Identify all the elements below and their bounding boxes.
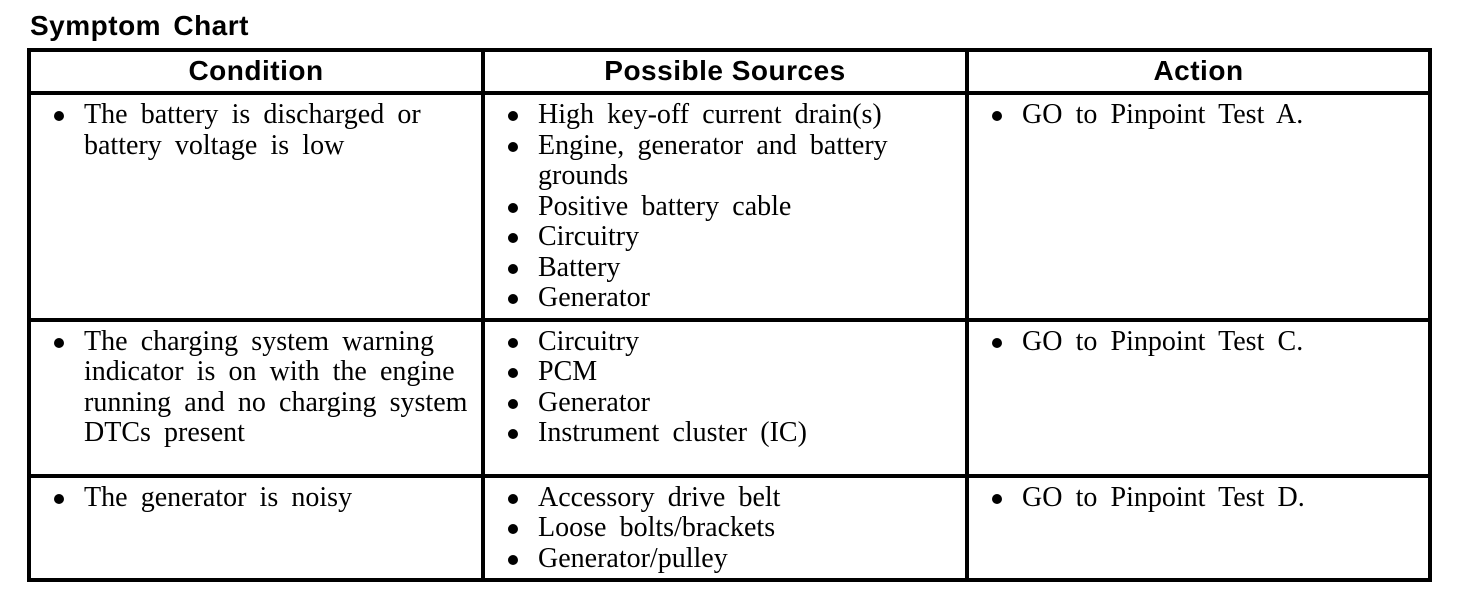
document-page: Symptom Chart Condition Possible Sources…	[0, 11, 1472, 608]
bullet-icon	[508, 524, 518, 534]
bullet-text: GO to Pinpoint Test A.	[1022, 99, 1304, 130]
bullet-text: Battery	[538, 251, 621, 283]
bullet-text: Generator/pulley	[538, 542, 728, 574]
bullet-text: PCM	[538, 356, 598, 387]
bullet-item: Accessory drive belt	[508, 481, 957, 514]
action-cell: GO to Pinpoint Test D.	[965, 473, 1432, 582]
condition-cell: The battery is discharged or battery vol…	[27, 91, 485, 322]
bullet-item: Generator/pulley	[508, 542, 957, 575]
bullet-text: Circuitry	[538, 221, 640, 252]
bullet-item: GO to Pinpoint Test D.	[992, 481, 1420, 514]
bullet-icon	[508, 141, 518, 152]
bullet-text: Engine, generator and battery grounds	[538, 129, 888, 191]
bullet-text: Generator	[538, 282, 650, 313]
bullet-item: Generator	[508, 282, 957, 314]
bullet-item: The battery is discharged or battery vol…	[54, 99, 473, 161]
bullet-text: GO to Pinpoint Test C.	[1022, 325, 1304, 357]
column-header-possible-sources: Possible Sources	[481, 48, 969, 95]
bullet-icon	[508, 429, 518, 439]
bullet-text: GO to Pinpoint Test D.	[1022, 481, 1305, 513]
bullet-icon	[992, 111, 1002, 121]
bullet-icon	[508, 493, 518, 504]
bullet-text: Accessory drive belt	[538, 481, 781, 513]
action-bullet-list: GO to Pinpoint Test A.	[969, 99, 1420, 131]
bullet-text: Loose bolts/brackets	[538, 512, 776, 543]
bullet-item: Instrument cluster (IC)	[508, 417, 957, 449]
bullet-item: Generator	[508, 386, 957, 419]
bullet-icon	[508, 368, 518, 378]
column-header-action: Action	[965, 48, 1432, 95]
action-cell: GO to Pinpoint Test C.	[965, 317, 1432, 478]
bullet-text: The generator is noisy	[84, 481, 353, 513]
condition-bullet-list: The charging system warning indicator is…	[31, 325, 473, 449]
bullet-text: High key-off current drain(s)	[538, 99, 882, 130]
bullet-icon	[508, 111, 518, 121]
bullet-item: GO to Pinpoint Test C.	[992, 325, 1420, 358]
bullet-icon	[54, 337, 64, 348]
sources-cell: High key-off current drain(s)Engine, gen…	[481, 91, 969, 322]
symptom-table-header: Condition Possible Sources Action	[27, 48, 1432, 95]
action-cell: GO to Pinpoint Test A.	[965, 91, 1432, 322]
bullet-item: Engine, generator and battery grounds	[508, 129, 957, 192]
bullet-icon	[508, 233, 518, 243]
bullet-item: The charging system warning indicator is…	[54, 325, 473, 449]
bullet-text: The charging system warning indicator is…	[84, 325, 468, 448]
bullet-item: Positive battery cable	[508, 190, 957, 223]
bullet-icon	[508, 337, 518, 348]
bullet-icon	[508, 398, 518, 409]
bullet-item: Circuitry	[508, 221, 957, 253]
action-bullet-list: GO to Pinpoint Test C.	[969, 325, 1420, 358]
bullet-text: Generator	[538, 386, 650, 418]
table-row: The generator is noisy Accessory drive be…	[27, 473, 1432, 582]
bullet-text: The battery is discharged or battery vol…	[84, 99, 421, 161]
symptom-table-body: The battery is discharged or battery vol…	[27, 91, 1432, 582]
action-bullet-list: GO to Pinpoint Test D.	[969, 481, 1420, 514]
bullet-text: Circuitry	[538, 325, 640, 357]
bullet-icon	[508, 554, 518, 565]
bullet-text: Instrument cluster (IC)	[538, 417, 807, 448]
bullet-icon	[508, 263, 518, 274]
bullet-item: Circuitry	[508, 325, 957, 358]
bullet-icon	[54, 111, 64, 121]
column-header-condition: Condition	[27, 48, 485, 95]
bullet-icon	[508, 294, 518, 304]
bullet-item: Loose bolts/brackets	[508, 512, 957, 544]
sources-bullet-list: High key-off current drain(s)Engine, gen…	[485, 99, 957, 314]
bullet-item: GO to Pinpoint Test A.	[992, 99, 1420, 131]
bullet-icon	[992, 493, 1002, 504]
bullet-item: Battery	[508, 251, 957, 284]
bullet-item: High key-off current drain(s)	[508, 99, 957, 131]
page-title: Symptom Chart	[30, 10, 249, 41]
condition-bullet-list: The battery is discharged or battery vol…	[31, 99, 473, 161]
bullet-icon	[508, 202, 518, 213]
condition-bullet-list: The generator is noisy	[31, 481, 473, 514]
table-row: The charging system warning indicator is…	[27, 317, 1432, 478]
condition-cell: The generator is noisy	[27, 473, 485, 582]
bullet-item: PCM	[508, 356, 957, 388]
header-row: Condition Possible Sources Action	[27, 48, 1432, 95]
bullet-text: Positive battery cable	[538, 190, 792, 222]
bullet-icon	[54, 493, 64, 504]
table-row: The battery is discharged or battery vol…	[27, 91, 1432, 322]
bullet-item: The generator is noisy	[54, 481, 473, 514]
condition-cell: The charging system warning indicator is…	[27, 317, 485, 478]
symptom-table: Condition Possible Sources Action The ba…	[27, 48, 1432, 582]
bullet-icon	[992, 337, 1002, 348]
